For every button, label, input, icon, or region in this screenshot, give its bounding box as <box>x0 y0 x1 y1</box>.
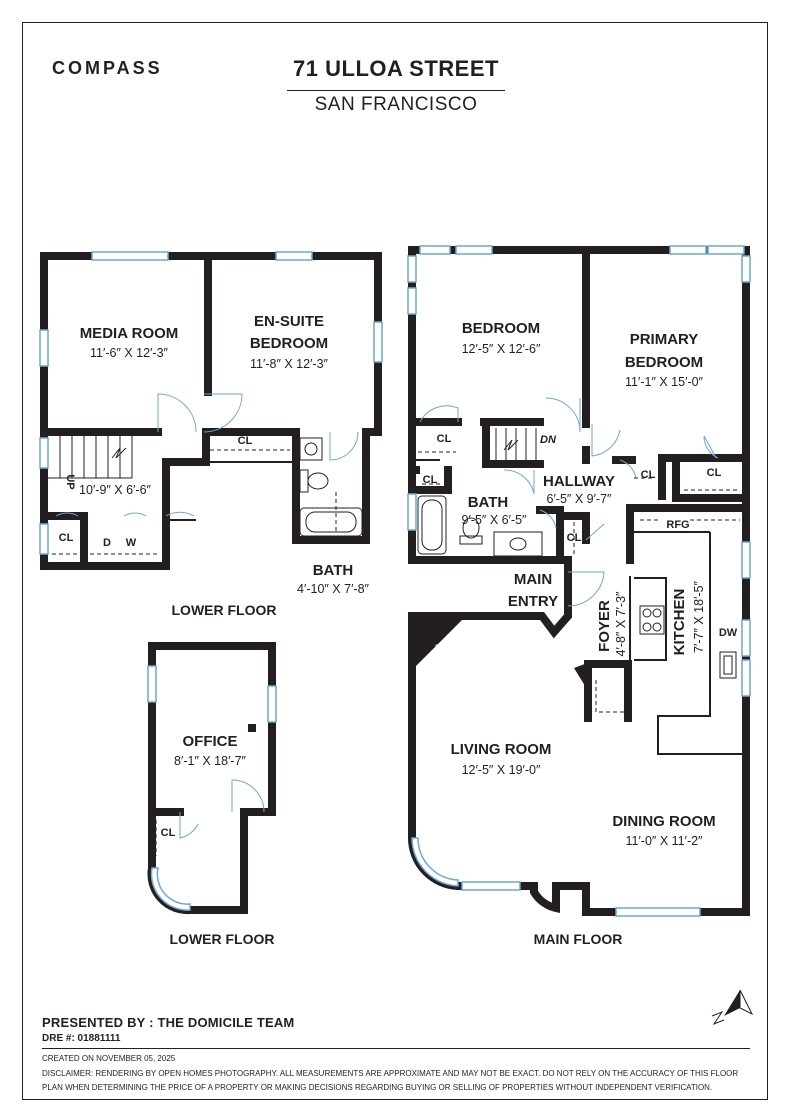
dining-room-dims: 11′-0″ X 11′-2″ <box>625 834 703 848</box>
office-dims: 8′-1″ X 18′-7″ <box>174 754 246 768</box>
created-date: CREATED ON NOVEMBER 05, 2025 <box>42 1054 176 1063</box>
ensuite-bedroom-dims: 11′-8″ X 12′-3″ <box>250 357 329 371</box>
title-divider <box>287 90 505 91</box>
main-stairs <box>495 428 537 462</box>
footer-divider <box>42 1048 750 1049</box>
fireplace-shape <box>416 620 462 666</box>
ensuite-bedroom-name-2: BEDROOM <box>250 335 328 352</box>
fireplace-label: FP <box>435 643 449 655</box>
main-floor-plan <box>407 245 751 917</box>
bath-closet-label: CL <box>423 474 438 486</box>
office-column <box>248 724 256 732</box>
ensuite-bedroom-name-1: EN-SUITE <box>254 313 324 330</box>
lower-hall-dims: 10′-9″ X 6′-6″ <box>79 483 151 497</box>
lower-floor-plan <box>39 251 383 570</box>
bedroom-closet-label: CL <box>437 433 452 445</box>
property-city: SAN FRANCISCO <box>314 94 478 115</box>
presented-by: PRESENTED BY : THE DOMICILE TEAM <box>42 1015 295 1030</box>
hallway-name: HALLWAY <box>543 473 615 490</box>
main-entry-name-1: MAIN <box>514 571 552 588</box>
lower-closet-label: CL <box>238 435 253 447</box>
kitchen-name: KITCHEN <box>671 589 688 656</box>
main-floor-label: MAIN FLOOR <box>534 931 623 947</box>
lower-bath-fixtures <box>299 437 363 537</box>
main-bath-fixtures <box>417 495 543 557</box>
dishwasher-label: DW <box>719 627 738 639</box>
refrigerator-label: RFG <box>666 519 689 531</box>
office-closet-label: CL <box>161 827 176 839</box>
bedroom-dims: 12′-5″ X 12′-6″ <box>462 342 541 356</box>
lower-bath-dims: 4′-10″ X 7′-8″ <box>297 582 369 596</box>
kitchen-dims: 7′-7″ X 18′-5″ <box>692 580 706 652</box>
hallway-dims: 6′-5″ X 9′-7″ <box>547 492 613 506</box>
north-arrow-icon <box>711 989 754 1026</box>
living-room-dims: 12′-5″ X 19′-0″ <box>462 763 541 777</box>
lower-stairs-up-label: UP <box>64 474 76 489</box>
compass-logo: COMPASS <box>52 58 163 78</box>
dining-room-name: DINING ROOM <box>612 813 715 830</box>
foyer-name: FOYER <box>596 600 613 652</box>
primary-bedroom-name-2: BEDROOM <box>625 354 703 371</box>
washer-label: W <box>126 537 137 549</box>
primary-bedroom-dims: 11′-1″ X 15′-0″ <box>625 375 704 389</box>
property-address: 71 ULLOA STREET <box>293 56 499 81</box>
disclaimer-text: DISCLAIMER: RENDERING BY OPEN HOMES PHOT… <box>42 1069 739 1092</box>
main-bath-name: BATH <box>468 494 509 511</box>
dre-number: DRE #: 01881111 <box>42 1033 121 1044</box>
dryer-label: D <box>103 537 111 549</box>
living-room-name: LIVING ROOM <box>451 741 552 758</box>
primary-closet-label-2: CL <box>707 467 722 479</box>
hall-closet-label: CL <box>567 532 582 544</box>
primary-closet-label-1: CL <box>641 469 656 481</box>
media-room-name: MEDIA ROOM <box>80 325 179 342</box>
primary-bedroom-name-1: PRIMARY <box>630 331 699 348</box>
lower-stairs <box>48 436 133 479</box>
lower-bath-name: BATH <box>313 562 354 579</box>
office-plan <box>147 642 277 915</box>
main-bath-dims: 9′-5″ X 6′-5″ <box>462 513 528 527</box>
office-name: OFFICE <box>183 733 238 750</box>
main-stairs-down-label: DN <box>540 434 557 446</box>
lower-floor-office-label: LOWER FLOOR <box>170 931 275 947</box>
media-room-dims: 11′-6″ X 12′-3″ <box>90 346 169 360</box>
page-border <box>22 22 768 1100</box>
lower-floor-label: LOWER FLOOR <box>172 602 277 618</box>
bedroom-name: BEDROOM <box>462 320 540 337</box>
pillar-shape <box>574 662 590 694</box>
lower-laundry-closet-label: CL <box>59 532 74 544</box>
main-entry-name-2: ENTRY <box>508 593 558 610</box>
kitchen-fixtures <box>639 605 737 679</box>
foyer-dims: 4′-8″ X 7′-3″ <box>614 591 628 657</box>
